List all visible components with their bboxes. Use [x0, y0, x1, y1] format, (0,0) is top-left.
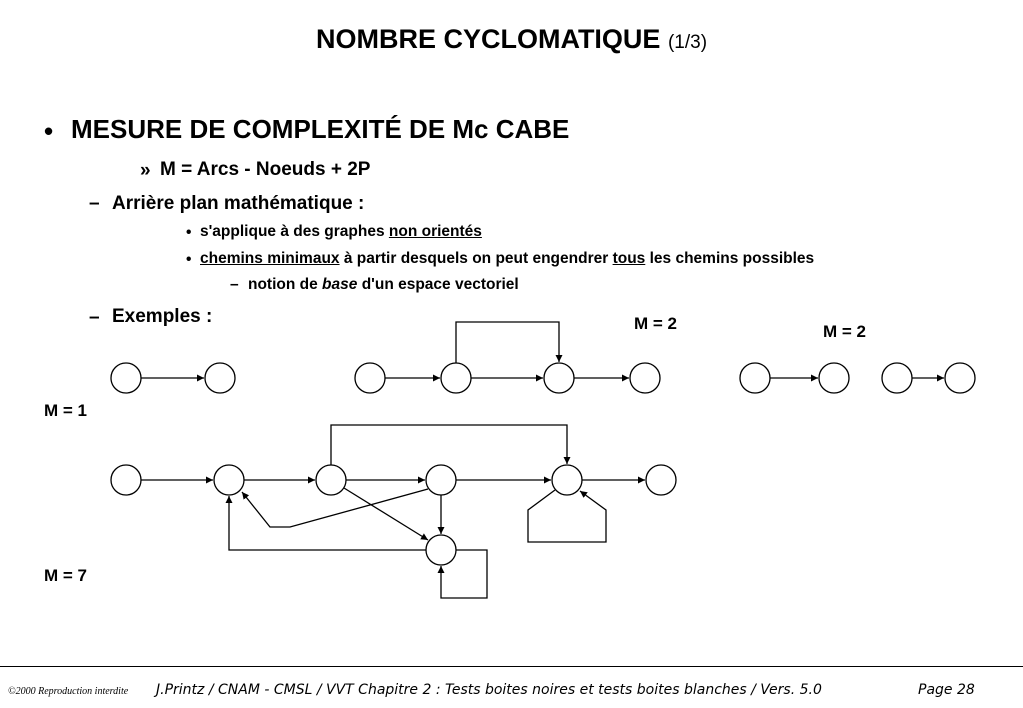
footer-divider — [0, 666, 1023, 667]
sub-point-post: d'un espace vectoriel — [357, 276, 519, 293]
graph-node — [818, 362, 850, 394]
graph-arc-self-loop — [527, 489, 607, 543]
graph-node — [110, 464, 142, 496]
graph-node — [425, 534, 457, 566]
m7-label: M = 7 — [44, 566, 87, 585]
graph-node — [881, 362, 913, 394]
footer-credit: J.Printz / CNAM - CMSL / VVT Chapitre 2 … — [156, 682, 822, 698]
graph-m1 — [110, 362, 236, 394]
graph-node — [551, 464, 583, 496]
dash-sub: – — [230, 276, 239, 293]
point2-text-a: à partir desquels on peut engendrer — [339, 250, 613, 267]
slide-title-text: NOMBRE CYCLOMATIQUE — [315, 24, 661, 54]
point1-text: s'applique à des graphes — [200, 223, 389, 240]
point2-text-b: les chemins possibles — [645, 250, 815, 267]
graph-arc-loop — [437, 549, 488, 599]
dash-2: – — [89, 307, 100, 328]
graph-node — [629, 362, 661, 394]
section-heading: MESURE DE COMPLEXITÉ DE Mc CABE — [71, 114, 570, 144]
graph-node — [204, 362, 236, 394]
graph-arc — [343, 487, 429, 541]
graph-node — [440, 362, 472, 394]
graph-node — [315, 464, 347, 496]
graph-node — [354, 362, 386, 394]
m2-label-b: M = 2 — [823, 322, 866, 341]
point2-underlined-a: chemins minimaux — [200, 250, 340, 267]
graph-node — [543, 362, 575, 394]
graph-node — [213, 464, 245, 496]
graph-node — [425, 464, 457, 496]
point1-underlined: non orientés — [388, 223, 482, 240]
graph-arc-skip — [330, 424, 571, 465]
graph-m7 — [110, 424, 677, 599]
slide-title-suffix: (1/3) — [667, 32, 708, 53]
graph-arc-back — [241, 488, 429, 528]
footer-copyright: ©2000 Reproduction interdite — [8, 686, 129, 697]
point1: s'applique à des graphes non orientés — [200, 223, 482, 241]
graph-arc-bypass — [455, 321, 563, 363]
m1-label: M = 1 — [44, 401, 87, 420]
point2: chemins minimaux à partir desquels on pe… — [200, 250, 814, 268]
point2-bullet: • — [186, 251, 192, 268]
dash-1: – — [89, 193, 100, 214]
graph-arc-back — [225, 496, 426, 551]
m2-label-a: M = 2 — [634, 314, 677, 333]
sub-point-italic: base — [322, 276, 358, 293]
graph-m2-components — [739, 362, 976, 394]
graph-node — [645, 464, 677, 496]
graph-node — [739, 362, 771, 394]
formula-text: M = Arcs - Noeuds + 2P — [160, 159, 371, 180]
slide-title: NOMBRE CYCLOMATIQUE (1/3) — [0, 24, 1023, 55]
graph-m2-bypass — [354, 321, 661, 394]
background-label: Arrière plan mathématique : — [112, 193, 365, 214]
examples-label: Exemples : — [112, 306, 213, 327]
graph-node — [944, 362, 976, 394]
sub-point-pre: notion de — [248, 276, 323, 293]
point2-underlined-b: tous — [612, 250, 646, 267]
point1-bullet: • — [186, 224, 192, 241]
footer-page-number: Page 28 — [918, 682, 975, 698]
heading-bullet: • — [44, 116, 54, 146]
graph-node — [110, 362, 142, 394]
formula-bullet: » — [140, 160, 151, 181]
sub-point: notion de base d'un espace vectoriel — [248, 276, 519, 294]
